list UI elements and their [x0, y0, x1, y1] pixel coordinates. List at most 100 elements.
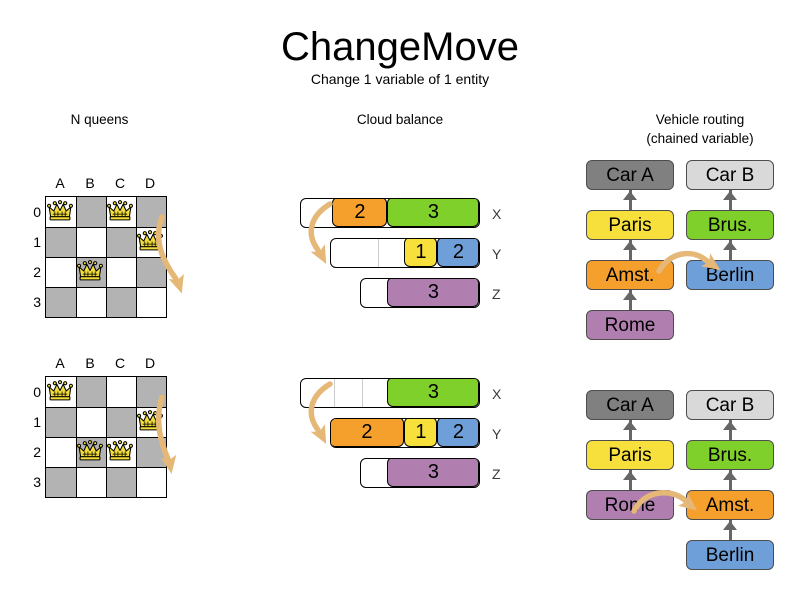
routing-node-berlin[interactable]: Berlin: [686, 540, 774, 570]
cloud-computer-z[interactable]: 3: [360, 458, 480, 488]
routing-node-rome[interactable]: Rome: [586, 310, 674, 340]
routing-node-brus[interactable]: Brus.: [686, 440, 774, 470]
routing-node-label: Car A: [606, 164, 654, 186]
board-cell-B0[interactable]: [76, 197, 106, 227]
board-row-label-1: 1: [33, 234, 41, 250]
cloud-process-block[interactable]: 3: [387, 379, 479, 407]
board-row-label-1: 1: [33, 414, 41, 430]
board-cell-B1[interactable]: [76, 227, 106, 257]
routing-edge: [629, 470, 632, 490]
routing-edge: [629, 190, 632, 210]
routing-edge-arrowhead: [723, 471, 737, 480]
board-cell-A2[interactable]: [46, 257, 76, 287]
routing-edge-arrowhead: [723, 241, 737, 250]
routing-edge: [729, 420, 732, 440]
cloud-capacity-divider: [378, 239, 379, 267]
routing-node-carb[interactable]: Car B: [686, 160, 774, 190]
section-title-nqueens: N queens: [70, 112, 129, 127]
board-gridline-vertical: [136, 377, 137, 497]
board-gridline-horizontal: [46, 437, 166, 438]
section-title-vehicle-routing-line2: (chained variable): [646, 131, 754, 146]
cloud-process-block[interactable]: 2: [331, 419, 405, 447]
cloud-computer-z[interactable]: 3: [360, 278, 480, 308]
board-cell-C3[interactable]: [106, 467, 136, 497]
routing-node-carb[interactable]: Car B: [686, 390, 774, 420]
board-column-label-c: C: [114, 175, 126, 191]
board-cell-B3[interactable]: [76, 287, 106, 317]
routing-node-cara[interactable]: Car A: [586, 390, 674, 420]
board-column-label-a: A: [55, 355, 65, 371]
routing-edge-arrowhead: [723, 191, 737, 200]
board-cell-C1[interactable]: [106, 227, 136, 257]
board-row-label-3: 3: [33, 294, 41, 310]
board-cell-A1[interactable]: [46, 227, 76, 257]
cloud-computer-label-y: Y: [492, 426, 502, 442]
routing-node-paris[interactable]: Paris: [586, 440, 674, 470]
board-row-label-3: 3: [33, 474, 41, 490]
page-subtitle: Change 1 variable of 1 entity: [310, 71, 490, 87]
section-title-cloud-balance: Cloud balance: [356, 112, 444, 127]
cloud-process-value: 1: [415, 241, 427, 264]
routing-edge-arrowhead: [623, 241, 637, 250]
cloud-process-value: 3: [427, 201, 439, 224]
board-gridline-horizontal: [46, 467, 166, 468]
board-cell-B0[interactable]: [76, 377, 106, 407]
routing-edge-arrowhead: [623, 291, 637, 300]
cloud-process-block[interactable]: 3: [387, 199, 479, 227]
board-column-label-d: D: [144, 175, 156, 191]
board-cell-A2[interactable]: [46, 437, 76, 467]
board-column-label-b: B: [85, 355, 95, 371]
routing-node-rome[interactable]: Rome: [586, 490, 674, 520]
routing-edge: [729, 520, 732, 540]
routing-node-brus[interactable]: Brus.: [686, 210, 774, 240]
cloud-process-value: 3: [427, 461, 439, 484]
cloud-process-value: 3: [427, 381, 439, 404]
cloud-process-block[interactable]: 3: [387, 279, 479, 307]
cloud-process-block[interactable]: 1: [404, 419, 438, 447]
cloud-computer-label-x: X: [492, 386, 502, 402]
cloud-process-block[interactable]: 2: [437, 239, 479, 267]
chessboard[interactable]: [45, 376, 167, 498]
board-cell-C1[interactable]: [106, 407, 136, 437]
board-cell-A1[interactable]: [46, 407, 76, 437]
board-cell-C3[interactable]: [106, 287, 136, 317]
board-gridline-vertical: [136, 197, 137, 317]
cloud-process-value: 3: [427, 281, 439, 304]
routing-node-cara[interactable]: Car A: [586, 160, 674, 190]
cloud-process-value: 2: [354, 201, 366, 224]
routing-edge-arrowhead: [623, 471, 637, 480]
routing-node-label: Car B: [705, 394, 755, 416]
cloud-process-block[interactable]: 2: [332, 199, 388, 227]
board-cell-C2[interactable]: [106, 257, 136, 287]
routing-edge-arrowhead: [623, 421, 637, 430]
board-cell-B3[interactable]: [76, 467, 106, 497]
cloud-process-block[interactable]: 2: [437, 419, 479, 447]
board-cell-B1[interactable]: [76, 407, 106, 437]
routing-node-label: Berlin: [705, 544, 755, 566]
cloud-process-block[interactable]: 1: [404, 239, 438, 267]
cloud-computer-label-x: X: [492, 206, 502, 222]
cloud-process-value: 2: [361, 421, 373, 444]
board-cell-D3[interactable]: [136, 287, 166, 317]
routing-node-label: Paris: [608, 214, 652, 236]
board-cell-A3[interactable]: [46, 287, 76, 317]
board-column-label-c: C: [114, 355, 126, 371]
cloud-capacity-divider: [334, 379, 335, 407]
routing-node-amst[interactable]: Amst.: [686, 490, 774, 520]
routing-node-label: Rome: [604, 494, 656, 516]
board-gridline-horizontal: [46, 287, 166, 288]
routing-edge-arrowhead: [723, 521, 737, 530]
cloud-process-value: 2: [452, 421, 464, 444]
cloud-process-block[interactable]: 3: [387, 459, 479, 487]
routing-node-paris[interactable]: Paris: [586, 210, 674, 240]
routing-edge: [629, 290, 632, 310]
cloud-capacity-divider: [362, 379, 363, 407]
board-cell-C0[interactable]: [106, 377, 136, 407]
board-cell-A3[interactable]: [46, 467, 76, 497]
board-row-label-0: 0: [33, 384, 41, 400]
